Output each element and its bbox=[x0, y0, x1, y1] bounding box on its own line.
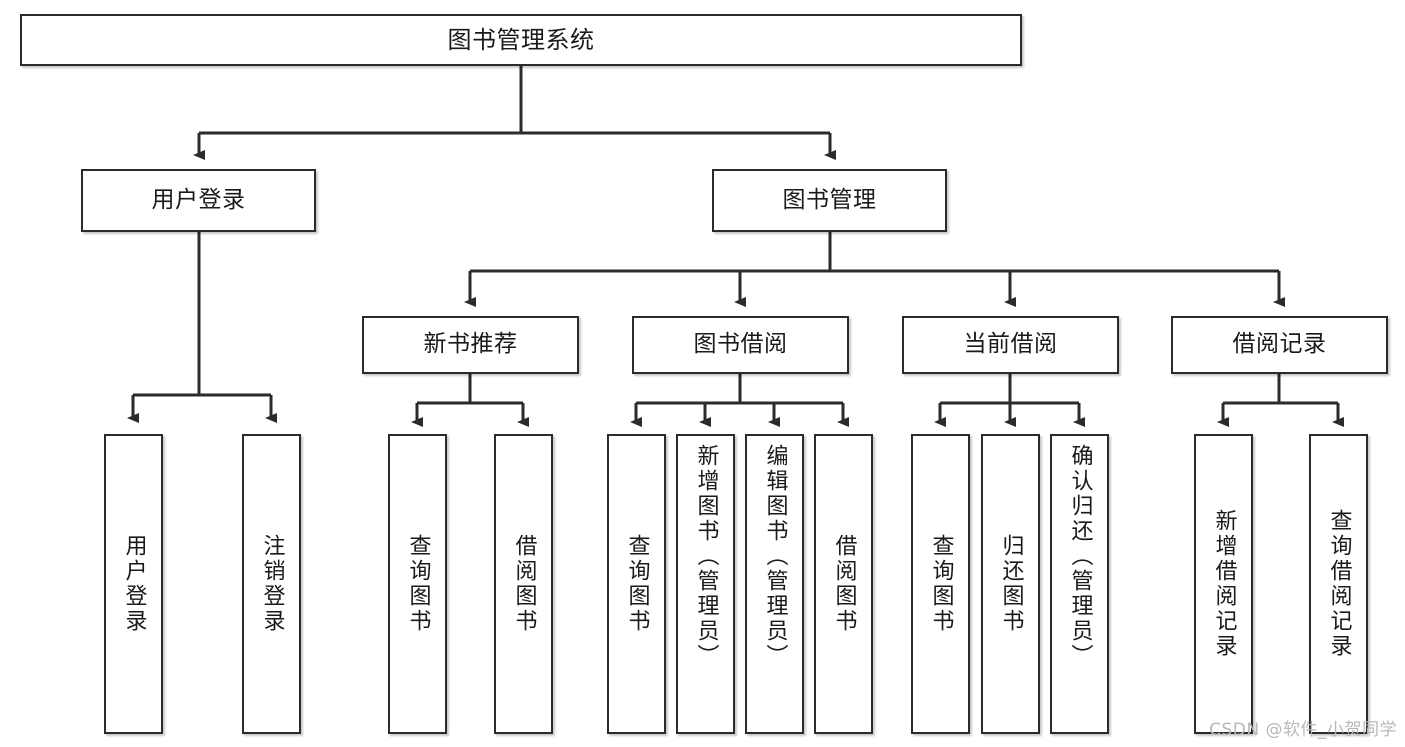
node-leaf-borrow-book-b[interactable]: 借阅图书 bbox=[814, 434, 873, 734]
node-leaf-edit-book-label: 编辑图书（管理员） bbox=[762, 444, 788, 669]
node-leaf-user-login-label: 用户登录 bbox=[121, 534, 147, 634]
node-root-label: 图书管理系统 bbox=[447, 25, 595, 54]
node-leaf-edit-book[interactable]: 编辑图书（管理员） bbox=[745, 434, 804, 734]
node-leaf-logout-label: 注销登录 bbox=[259, 534, 285, 634]
node-leaf-confirm-return-label: 确认归还（管理员） bbox=[1067, 444, 1093, 669]
node-book-manage[interactable]: 图书管理 bbox=[712, 169, 947, 232]
csdn-watermark: CSDN @软件_小贺同学 bbox=[1209, 720, 1397, 740]
node-current-borrow-label: 当前借阅 bbox=[963, 331, 1058, 358]
node-leaf-borrow-book-a-label: 借阅图书 bbox=[511, 534, 537, 634]
node-leaf-query-book-b-label: 查询图书 bbox=[624, 534, 650, 634]
node-leaf-add-book-label: 新增图书（管理员） bbox=[693, 444, 719, 669]
node-borrow-record[interactable]: 借阅记录 bbox=[1171, 316, 1388, 374]
node-leaf-add-book[interactable]: 新增图书（管理员） bbox=[676, 434, 735, 734]
node-book-borrow-label: 图书借阅 bbox=[693, 331, 788, 358]
node-leaf-borrow-book-a[interactable]: 借阅图书 bbox=[494, 434, 553, 734]
node-leaf-query-book-a[interactable]: 查询图书 bbox=[388, 434, 447, 734]
node-borrow-record-label: 借阅记录 bbox=[1232, 331, 1327, 358]
node-root[interactable]: 图书管理系统 bbox=[20, 14, 1022, 66]
node-new-book-rec[interactable]: 新书推荐 bbox=[362, 316, 579, 374]
node-leaf-user-login[interactable]: 用户登录 bbox=[104, 434, 163, 734]
node-leaf-borrow-book-b-label: 借阅图书 bbox=[831, 534, 857, 634]
node-leaf-query-book-b[interactable]: 查询图书 bbox=[607, 434, 666, 734]
node-leaf-query-book-a-label: 查询图书 bbox=[405, 534, 431, 634]
node-leaf-query-book-c-label: 查询图书 bbox=[928, 534, 954, 634]
node-new-book-rec-label: 新书推荐 bbox=[423, 331, 518, 358]
node-leaf-return-book-label: 归还图书 bbox=[998, 534, 1024, 634]
node-leaf-add-record[interactable]: 新增借阅记录 bbox=[1194, 434, 1253, 734]
node-leaf-confirm-return[interactable]: 确认归还（管理员） bbox=[1050, 434, 1109, 734]
node-leaf-return-book[interactable]: 归还图书 bbox=[981, 434, 1040, 734]
node-leaf-logout[interactable]: 注销登录 bbox=[242, 434, 301, 734]
node-leaf-add-record-label: 新增借阅记录 bbox=[1211, 509, 1237, 659]
node-leaf-query-book-c[interactable]: 查询图书 bbox=[911, 434, 970, 734]
node-book-manage-label: 图书管理 bbox=[782, 186, 877, 213]
node-book-borrow[interactable]: 图书借阅 bbox=[632, 316, 849, 374]
node-leaf-query-record-label: 查询借阅记录 bbox=[1326, 509, 1352, 659]
node-user-login[interactable]: 用户登录 bbox=[81, 169, 316, 232]
node-user-login-label: 用户登录 bbox=[151, 186, 246, 213]
node-current-borrow[interactable]: 当前借阅 bbox=[902, 316, 1119, 374]
node-leaf-query-record[interactable]: 查询借阅记录 bbox=[1309, 434, 1368, 734]
